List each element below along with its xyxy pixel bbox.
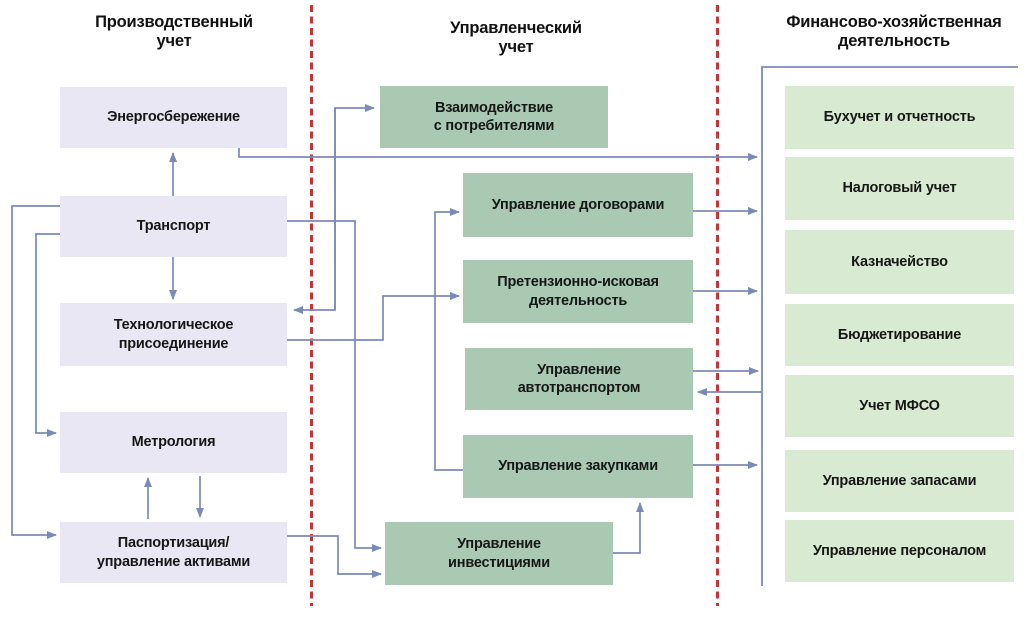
node-transport: Транспорт bbox=[60, 196, 287, 257]
column-title-production: Производственный учет bbox=[95, 13, 253, 51]
connector-procurement-contracts bbox=[434, 208, 463, 471]
connector-techconn-consumer bbox=[334, 104, 375, 310]
node-investment-management: Управление инвестициями bbox=[385, 522, 613, 585]
node-consumer-interaction: Взаимодействие с потребителями bbox=[380, 86, 608, 148]
node-accounting-reporting: Бухучет и отчетность bbox=[785, 86, 1014, 149]
connector-transport-passport bbox=[11, 205, 60, 539]
node-energy-saving: Энергосбережение bbox=[60, 87, 287, 148]
node-vehicle-management: Управление автотранспортом bbox=[465, 348, 693, 410]
connector-energy-financial bbox=[238, 148, 758, 161]
node-tech-connection: Технологическое присоединение bbox=[60, 303, 287, 366]
node-hr-management: Управление персоналом bbox=[785, 520, 1014, 582]
column-title-financial: Финансово-хозяйственная деятельность bbox=[786, 13, 1002, 51]
connector-techconn-claims bbox=[287, 292, 460, 341]
connector-consumer-techconn bbox=[293, 108, 336, 314]
node-budgeting: Бюджетирование bbox=[785, 304, 1014, 366]
node-contract-management: Управление договорами bbox=[463, 173, 693, 237]
node-inventory-management: Управление запасами bbox=[785, 450, 1014, 512]
node-tax-accounting: Налоговый учет bbox=[785, 157, 1014, 220]
node-procurement-management: Управление закупками bbox=[463, 435, 693, 498]
node-claims-activity: Претензионно-исковая деятельность bbox=[463, 260, 693, 323]
connector-passport-investment bbox=[287, 535, 382, 578]
node-ifrs-accounting: Учет МФСО bbox=[785, 375, 1014, 437]
node-asset-passport: Паспортизация/ управление активами bbox=[60, 522, 287, 583]
connector-transport-metrology bbox=[35, 233, 60, 437]
node-treasury: Казначейство bbox=[785, 230, 1014, 294]
column-title-management: Управленческий учет bbox=[450, 19, 582, 57]
node-metrology: Метрология bbox=[60, 412, 287, 473]
connector-transport-investment bbox=[287, 220, 382, 552]
connector-investment-procurement bbox=[613, 502, 644, 554]
